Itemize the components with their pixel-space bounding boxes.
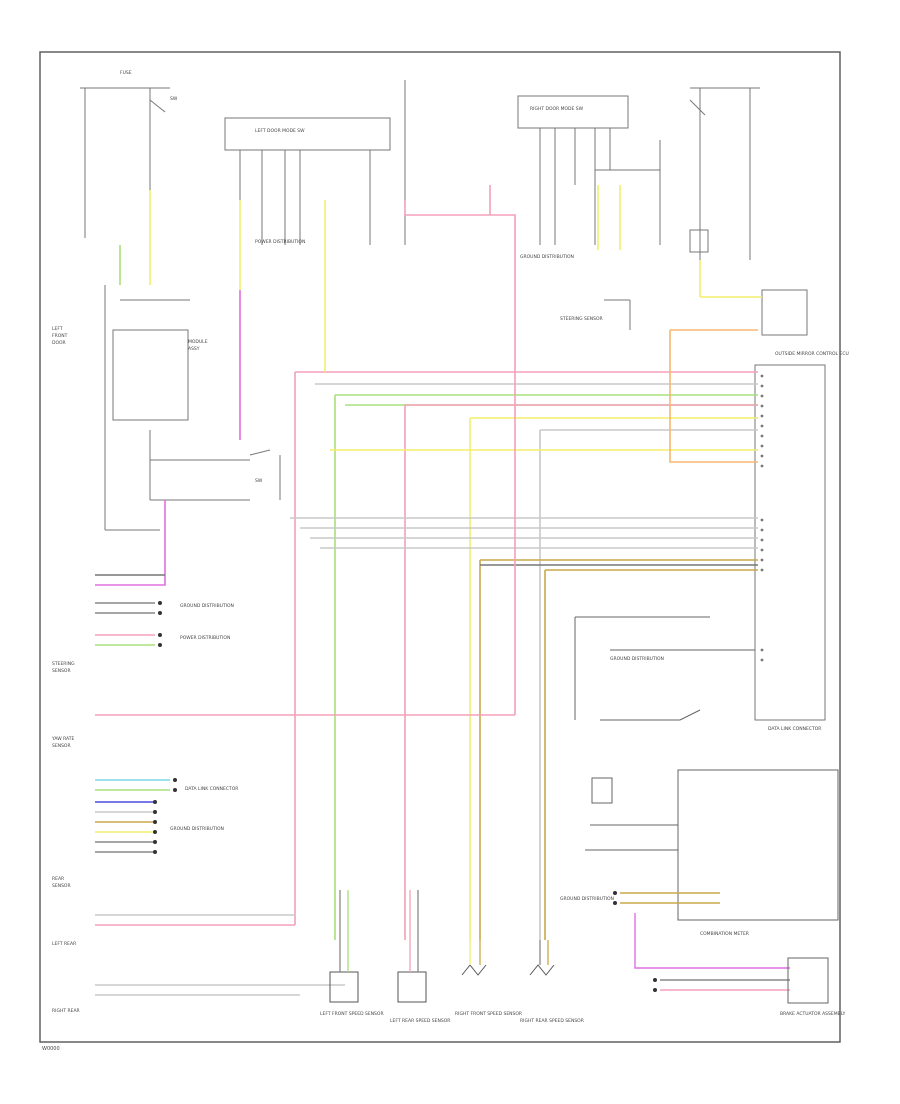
left-front-sensor-box bbox=[329, 971, 359, 1003]
ground-dist-label-5: GROUND DISTRIBUTION bbox=[520, 254, 574, 260]
power-dist-label-1: POWER DISTRIBUTION bbox=[180, 635, 230, 641]
diagram-frame bbox=[39, 51, 841, 1043]
svg-text:FRONT: FRONT bbox=[52, 333, 68, 339]
outside-mirror-label: OUTSIDE MIRROR CONTROL ECU bbox=[775, 351, 849, 357]
ground-dist-label-2: GROUND DISTRIBUTION bbox=[170, 826, 224, 832]
sensor-label-rr: RIGHT REAR SPEED SENSOR bbox=[520, 1018, 584, 1024]
svg-text:YAW RATE: YAW RATE bbox=[51, 736, 75, 742]
right-ecu-connector bbox=[754, 364, 826, 721]
svg-text:SENSOR: SENSOR bbox=[52, 883, 71, 889]
wire-orange-1-down bbox=[669, 330, 758, 463]
svg-text:RIGHT REAR: RIGHT REAR bbox=[52, 1008, 80, 1014]
svg-text:SW: SW bbox=[170, 96, 178, 102]
sensor-label-rf: RIGHT FRONT SPEED SENSOR bbox=[455, 1011, 522, 1017]
top-left-circuit bbox=[80, 87, 281, 531]
bus-wires bbox=[290, 296, 762, 940]
left-door-mode-box bbox=[224, 80, 406, 245]
svg-text:DOOR: DOOR bbox=[52, 340, 66, 346]
speed-sensor-leads bbox=[339, 890, 549, 972]
svg-text:LEFT REAR: LEFT REAR bbox=[52, 941, 76, 947]
steering-sensor-label: STEERING SENSOR bbox=[560, 316, 603, 322]
svg-text:SW: SW bbox=[255, 478, 263, 484]
brake-actuator-box bbox=[787, 957, 829, 1004]
combination-meter-label: COMBINATION METER bbox=[700, 931, 749, 937]
ground-dist-label-3: GROUND DISTRIBUTION bbox=[560, 896, 614, 902]
right-ecu-pins bbox=[760, 374, 764, 662]
speed-sensor-boxes bbox=[329, 964, 555, 1003]
left-door-mode-label: LEFT DOOR MODE SW bbox=[255, 128, 305, 134]
footer-code: W0000 bbox=[42, 1046, 60, 1052]
left-side-labels: GROUND DISTRIBUTION POWER DISTRIBUTION D… bbox=[51, 603, 238, 1014]
wire-pink-top-mid bbox=[404, 200, 516, 715]
right-ecu-label: DATA LINK CONNECTOR bbox=[768, 726, 821, 732]
combination-meter-terminals bbox=[613, 891, 657, 992]
right-front-sensor-mark bbox=[461, 964, 487, 976]
svg-text:MODULE: MODULE bbox=[188, 339, 208, 345]
svg-text:FUSE: FUSE bbox=[120, 70, 132, 76]
vertical-feeds bbox=[95, 185, 701, 715]
data-link-label-left: DATA LINK CONNECTOR bbox=[185, 786, 238, 792]
top-left-labels: FUSE SW LEFT FRONT DOOR MODULE ASSY SW bbox=[52, 70, 263, 484]
svg-text:SENSOR: SENSOR bbox=[52, 743, 71, 749]
svg-text:ASSY: ASSY bbox=[188, 346, 200, 352]
right-rear-sensor-mark bbox=[529, 964, 555, 976]
svg-text:STEERING: STEERING bbox=[52, 661, 75, 667]
svg-text:SENSOR: SENSOR bbox=[52, 668, 71, 674]
sensor-label-lf: LEFT FRONT SPEED SENSOR bbox=[320, 1011, 384, 1017]
brake-actuator-label: BRAKE ACTUATOR ASSEMBLY bbox=[780, 1011, 846, 1017]
ground-dist-label-4: GROUND DISTRIBUTION bbox=[610, 656, 664, 662]
svg-text:REAR: REAR bbox=[52, 876, 64, 882]
sensor-label-lr: LEFT REAR SPEED SENSOR bbox=[390, 1018, 450, 1024]
combination-meter-wires bbox=[620, 892, 790, 991]
ground-dist-label-1: GROUND DISTRIBUTION bbox=[180, 603, 234, 609]
svg-text:LEFT: LEFT bbox=[52, 326, 63, 332]
power-dist-label-2: POWER DISTRIBUTION bbox=[255, 239, 305, 245]
left-connector-rows bbox=[95, 574, 515, 996]
left-connector-terminals bbox=[153, 601, 177, 854]
combination-meter-box bbox=[574, 616, 839, 921]
left-rear-sensor-box bbox=[397, 971, 427, 1003]
wire-magenta-left bbox=[95, 500, 166, 586]
right-door-mode-box bbox=[517, 87, 808, 336]
right-door-mode-label: RIGHT DOOR MODE SW bbox=[530, 106, 584, 112]
